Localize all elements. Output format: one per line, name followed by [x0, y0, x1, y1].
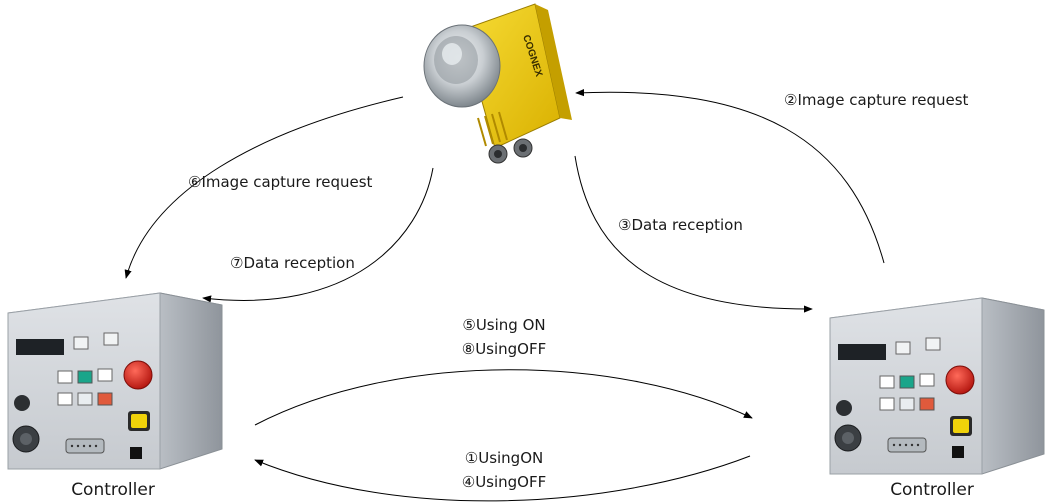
label-using-on-5: ⑤Using ON: [462, 316, 546, 334]
controller-right-label: Controller: [890, 480, 974, 500]
arrow-camera-to-left-controller: [124, 96, 404, 279]
label-image-capture-request-6: ⑥Image capture request: [188, 173, 373, 191]
vision-camera: COGNEX: [423, 3, 572, 164]
controller-left: [7, 292, 223, 470]
emergency-stop-button: [945, 365, 975, 395]
arrow-right-to-left-controller: [254, 455, 751, 502]
arrows: [124, 89, 885, 502]
label-using-off-8: ⑧UsingOFF: [461, 340, 547, 358]
label-image-capture-request-2: ②Image capture request: [784, 91, 969, 109]
arrow-right-controller-to-camera: [575, 89, 885, 264]
label-data-reception-3: ③Data reception: [618, 216, 743, 234]
label-using-off-4: ④UsingOFF: [461, 473, 547, 491]
controller-right: [829, 297, 1045, 475]
arrow-data-to-right-controller: [574, 155, 813, 313]
label-using-on-1: ①UsingON: [464, 449, 544, 467]
label-data-reception-7: ⑦Data reception: [230, 254, 355, 272]
controller-left-label: Controller: [71, 480, 155, 500]
arrow-left-to-right-controller: [254, 369, 753, 426]
arrow-data-to-left-controller: [202, 167, 434, 303]
emergency-stop-button: [123, 360, 153, 390]
